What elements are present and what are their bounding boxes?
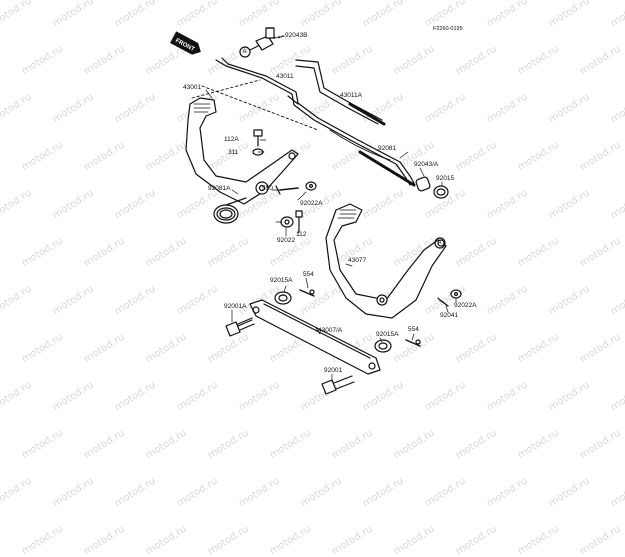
part-label: 92043/A <box>414 161 439 168</box>
watermark-text: motod.ru <box>144 523 189 557</box>
bolt-112a <box>252 129 264 156</box>
watermark-text: motod.ru <box>454 523 499 557</box>
watermark-text: motod.ru <box>206 523 251 557</box>
spring-92081a <box>213 197 247 224</box>
part-label: 43011 <box>276 73 294 80</box>
part-label: 92015 <box>436 175 455 182</box>
part-label: 92043B <box>285 32 308 39</box>
part-label: 92015A <box>376 331 399 338</box>
part-label: 311 <box>228 149 239 156</box>
part-label: 92022A <box>300 200 323 207</box>
watermark-text: motod.ru <box>392 523 437 557</box>
watermark-text: motod.ru <box>82 523 127 557</box>
clevis-92043a <box>415 176 431 192</box>
part-label: 43007/A <box>318 327 343 334</box>
marker-a-bottom <box>434 237 446 249</box>
diagram-drawing <box>170 27 462 395</box>
watermark-text: motod.ru <box>547 475 592 510</box>
diagram-code: F2260-0195 <box>433 26 463 32</box>
marker-a-label-2: A <box>437 239 442 246</box>
pedal-43001 <box>185 97 299 205</box>
link-43007a <box>249 299 381 375</box>
part-label: 43001 <box>183 84 202 91</box>
bush-92015a-lower <box>374 339 392 353</box>
bolt-112 <box>295 210 303 233</box>
watermark-text: motod.ru <box>0 523 3 557</box>
part-label: 43011A <box>340 92 362 99</box>
watermark-text: motod.ru <box>299 475 344 510</box>
part-label: 92001 <box>324 367 343 374</box>
part-label: 92041 <box>440 312 459 319</box>
watermark-text: motod.ru <box>330 523 375 557</box>
watermark-text: motod.ru <box>516 523 561 557</box>
watermark-text: motod.ru <box>175 475 220 510</box>
part-label: 92022 <box>277 237 296 244</box>
watermark-text: motod.ru <box>0 475 34 510</box>
watermark-text: motod.ru <box>361 475 406 510</box>
bolt-92001a <box>225 317 255 337</box>
watermark-text: motod.ru <box>423 475 468 510</box>
washer-92022a-upper <box>305 181 317 191</box>
part-label: 92081A <box>208 185 231 192</box>
washer-92022a-lower <box>450 289 462 299</box>
pin-554-lower <box>405 339 421 347</box>
part-label: 92001A <box>224 303 247 310</box>
marker-a-label: A <box>242 48 247 55</box>
watermark-text: motod.ru <box>237 475 282 510</box>
watermark-text: motod.ru <box>51 475 96 510</box>
rod-43011a <box>295 59 386 126</box>
pedal-43077 <box>325 203 447 319</box>
part-label: 112 <box>296 231 307 238</box>
bush-92015-upper <box>433 185 449 199</box>
marker-a-top <box>239 46 251 58</box>
pin-554-upper <box>299 289 315 297</box>
part-label: 112A <box>224 136 239 143</box>
watermark-text: motod.ru <box>20 523 65 557</box>
pin-92041 <box>437 297 449 307</box>
watermark-text: motod.ru <box>113 475 158 510</box>
watermark-text: motod.ru <box>485 475 530 510</box>
bush-92015a-upper <box>274 291 292 305</box>
rod-43011 <box>215 57 416 187</box>
part-label: 43077 <box>348 257 367 264</box>
front-arrow-icon <box>170 31 201 55</box>
clevis-92043b <box>255 27 285 51</box>
watermark-text: motod.ru <box>268 523 313 557</box>
part-label: 92022A <box>454 302 477 309</box>
watermark-text: motod.ru <box>609 475 625 510</box>
part-label: 550 <box>262 185 273 192</box>
part-label: 554 <box>303 271 314 278</box>
bolt-92001 <box>321 375 355 395</box>
part-label: 92081 <box>378 145 397 152</box>
washer-92022 <box>280 216 294 228</box>
part-label: 554 <box>408 326 419 333</box>
part-label: 92015A <box>270 277 293 284</box>
watermark-text: motod.ru <box>578 523 623 557</box>
